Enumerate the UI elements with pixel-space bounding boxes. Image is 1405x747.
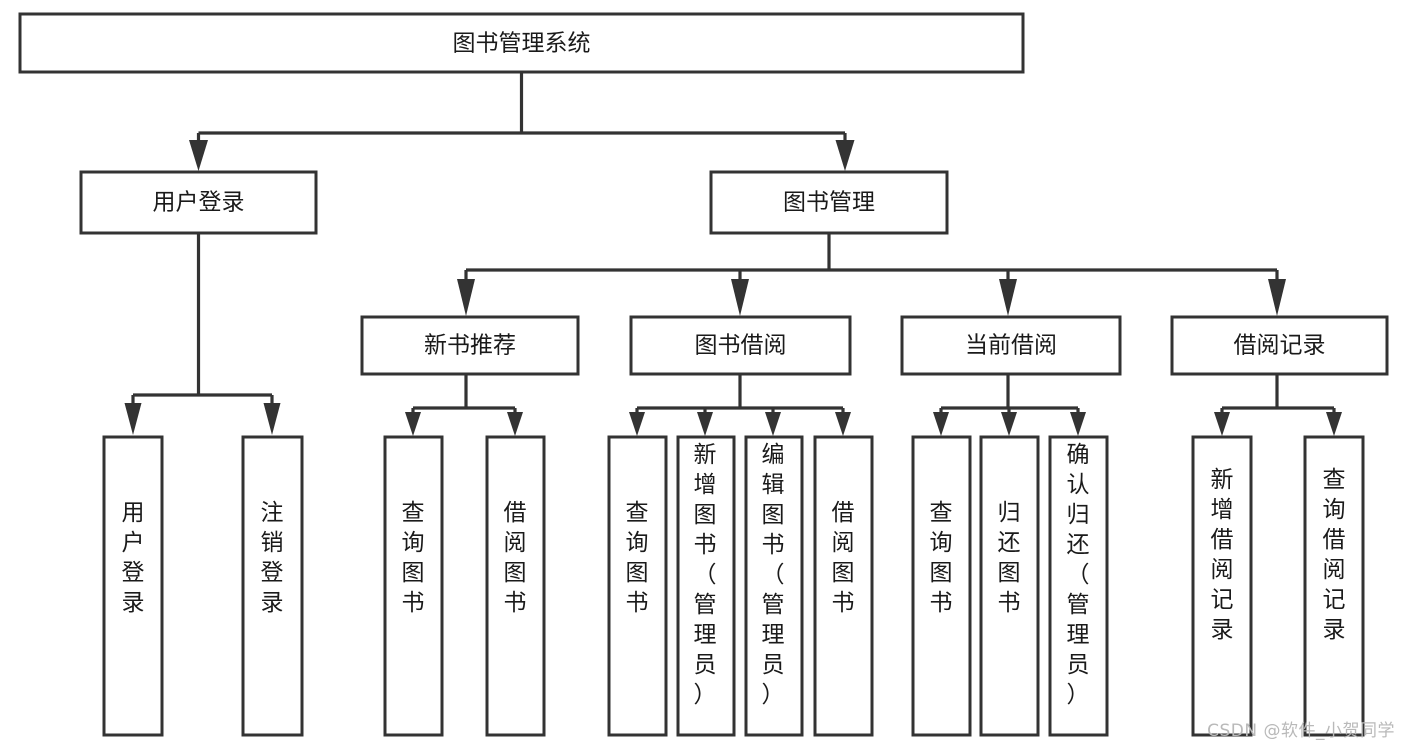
node-leaf-borrow-book-2-box[interactable] — [813, 435, 874, 737]
node-book-borrow[interactable]: 图书借阅 — [629, 315, 852, 376]
node-current-borrow-label: 当前借阅 — [965, 333, 1057, 359]
arrow-head-borrow-record — [1268, 279, 1286, 316]
node-leaf-edit-book-label: 编辑图书（管理员） — [762, 442, 785, 708]
node-book-manage-box[interactable] — [709, 170, 949, 235]
node-leaf-query-book-2-box[interactable] — [607, 435, 668, 737]
connector-layer — [124, 72, 1342, 436]
arrow-head-leaf-return-book — [1001, 412, 1017, 436]
node-leaf-query-book-1-label: 查询图书 — [402, 500, 425, 616]
arrow-head-leaf-borrow-book-1 — [507, 412, 523, 436]
arrow-head-leaf-add-record — [1214, 412, 1230, 436]
node-leaf-user-logout-box[interactable] — [241, 435, 304, 737]
node-leaf-query-book-3-box[interactable] — [911, 435, 972, 737]
node-leaf-borrow-book-1-label: 借阅图书 — [504, 500, 527, 616]
node-leaf-add-record[interactable]: 新增借阅记录 — [1191, 435, 1253, 737]
node-leaf-user-login-box[interactable] — [102, 435, 164, 737]
node-new-book-recommend-box[interactable] — [360, 315, 580, 376]
node-book-borrow-label: 图书借阅 — [695, 333, 787, 359]
node-book-manage[interactable]: 图书管理 — [709, 170, 949, 235]
node-leaf-query-record-box[interactable] — [1303, 435, 1365, 737]
node-leaf-confirm-return[interactable]: 确认归还（管理员） — [1048, 435, 1109, 737]
node-borrow-record[interactable]: 借阅记录 — [1170, 315, 1389, 376]
node-current-borrow[interactable]: 当前借阅 — [900, 315, 1122, 376]
node-leaf-add-book-box[interactable] — [676, 435, 736, 737]
arrow-head-book-manage — [835, 140, 855, 171]
arrow-head-leaf-user-logout — [263, 403, 281, 435]
node-leaf-user-logout-label: 注销登录 — [261, 500, 284, 616]
node-leaf-edit-book-box[interactable] — [744, 435, 804, 737]
node-user-login-box[interactable] — [79, 170, 318, 235]
node-leaf-borrow-book-2-label: 借阅图书 — [832, 500, 855, 616]
node-leaf-borrow-book-1-box[interactable] — [485, 435, 546, 737]
arrow-head-leaf-edit-book — [765, 412, 781, 436]
node-leaf-query-book-1-box[interactable] — [383, 435, 444, 737]
arrow-head-leaf-query-book-2 — [629, 412, 645, 436]
node-leaf-query-book-3[interactable]: 查询图书 — [911, 435, 972, 737]
arrow-head-leaf-add-book — [697, 412, 713, 436]
node-leaf-return-book-box[interactable] — [979, 435, 1040, 737]
node-leaf-user-login[interactable]: 用户登录 — [102, 435, 164, 737]
node-leaf-return-book-label: 归还图书 — [998, 500, 1021, 616]
node-book-manage-label: 图书管理 — [783, 190, 875, 216]
node-leaf-query-book-2-label: 查询图书 — [626, 500, 649, 616]
node-user-login[interactable]: 用户登录 — [79, 170, 318, 235]
node-borrow-record-box[interactable] — [1170, 315, 1389, 376]
node-leaf-query-book-3-label: 查询图书 — [930, 500, 953, 616]
arrow-head-book-borrow — [731, 279, 749, 316]
node-leaf-query-record[interactable]: 查询借阅记录 — [1303, 435, 1365, 737]
node-user-login-label: 用户登录 — [153, 190, 245, 216]
node-root-label: 图书管理系统 — [453, 31, 591, 57]
node-new-book-recommend-label: 新书推荐 — [424, 333, 516, 359]
node-leaf-return-book[interactable]: 归还图书 — [979, 435, 1040, 737]
node-leaf-edit-book[interactable]: 编辑图书（管理员） — [744, 435, 804, 737]
node-leaf-borrow-book-1[interactable]: 借阅图书 — [485, 435, 546, 737]
node-leaf-query-record-label: 查询借阅记录 — [1323, 467, 1346, 643]
node-root-box[interactable] — [18, 12, 1025, 74]
node-new-book-recommend[interactable]: 新书推荐 — [360, 315, 580, 376]
arrow-head-current-borrow — [999, 279, 1017, 316]
node-current-borrow-box[interactable] — [900, 315, 1122, 376]
node-leaf-add-book[interactable]: 新增图书（管理员） — [676, 435, 736, 737]
arrow-head-leaf-query-book-3 — [933, 412, 949, 436]
arrow-head-leaf-user-login — [124, 403, 142, 435]
node-leaf-borrow-book-2[interactable]: 借阅图书 — [813, 435, 874, 737]
node-leaf-confirm-return-box[interactable] — [1048, 435, 1109, 737]
arrow-head-leaf-query-book-1 — [405, 412, 421, 436]
arrow-head-leaf-confirm-return — [1070, 412, 1086, 436]
node-leaf-add-record-label: 新增借阅记录 — [1211, 467, 1234, 643]
arrow-head-new-book-recommend — [457, 279, 475, 316]
node-book-borrow-box[interactable] — [629, 315, 852, 376]
node-root[interactable]: 图书管理系统 — [18, 12, 1025, 74]
arrow-head-user-login — [189, 140, 208, 171]
arrow-head-leaf-borrow-book-2 — [835, 412, 851, 436]
node-borrow-record-label: 借阅记录 — [1234, 333, 1326, 359]
node-leaf-confirm-return-label: 确认归还（管理员） — [1067, 442, 1090, 708]
node-leaf-add-book-label: 新增图书（管理员） — [694, 442, 717, 708]
node-leaf-user-login-label: 用户登录 — [122, 500, 145, 616]
node-leaf-add-record-box[interactable] — [1191, 435, 1253, 737]
node-leaf-query-book-1[interactable]: 查询图书 — [383, 435, 444, 737]
node-leaf-query-book-2[interactable]: 查询图书 — [607, 435, 668, 737]
leaf-layer: 用户登录 注销登录 查询图书 借阅图书 查询图书 新增图书（管理员） — [102, 435, 1365, 737]
node-leaf-user-logout[interactable]: 注销登录 — [241, 435, 304, 737]
arrow-head-leaf-query-record — [1326, 412, 1342, 436]
